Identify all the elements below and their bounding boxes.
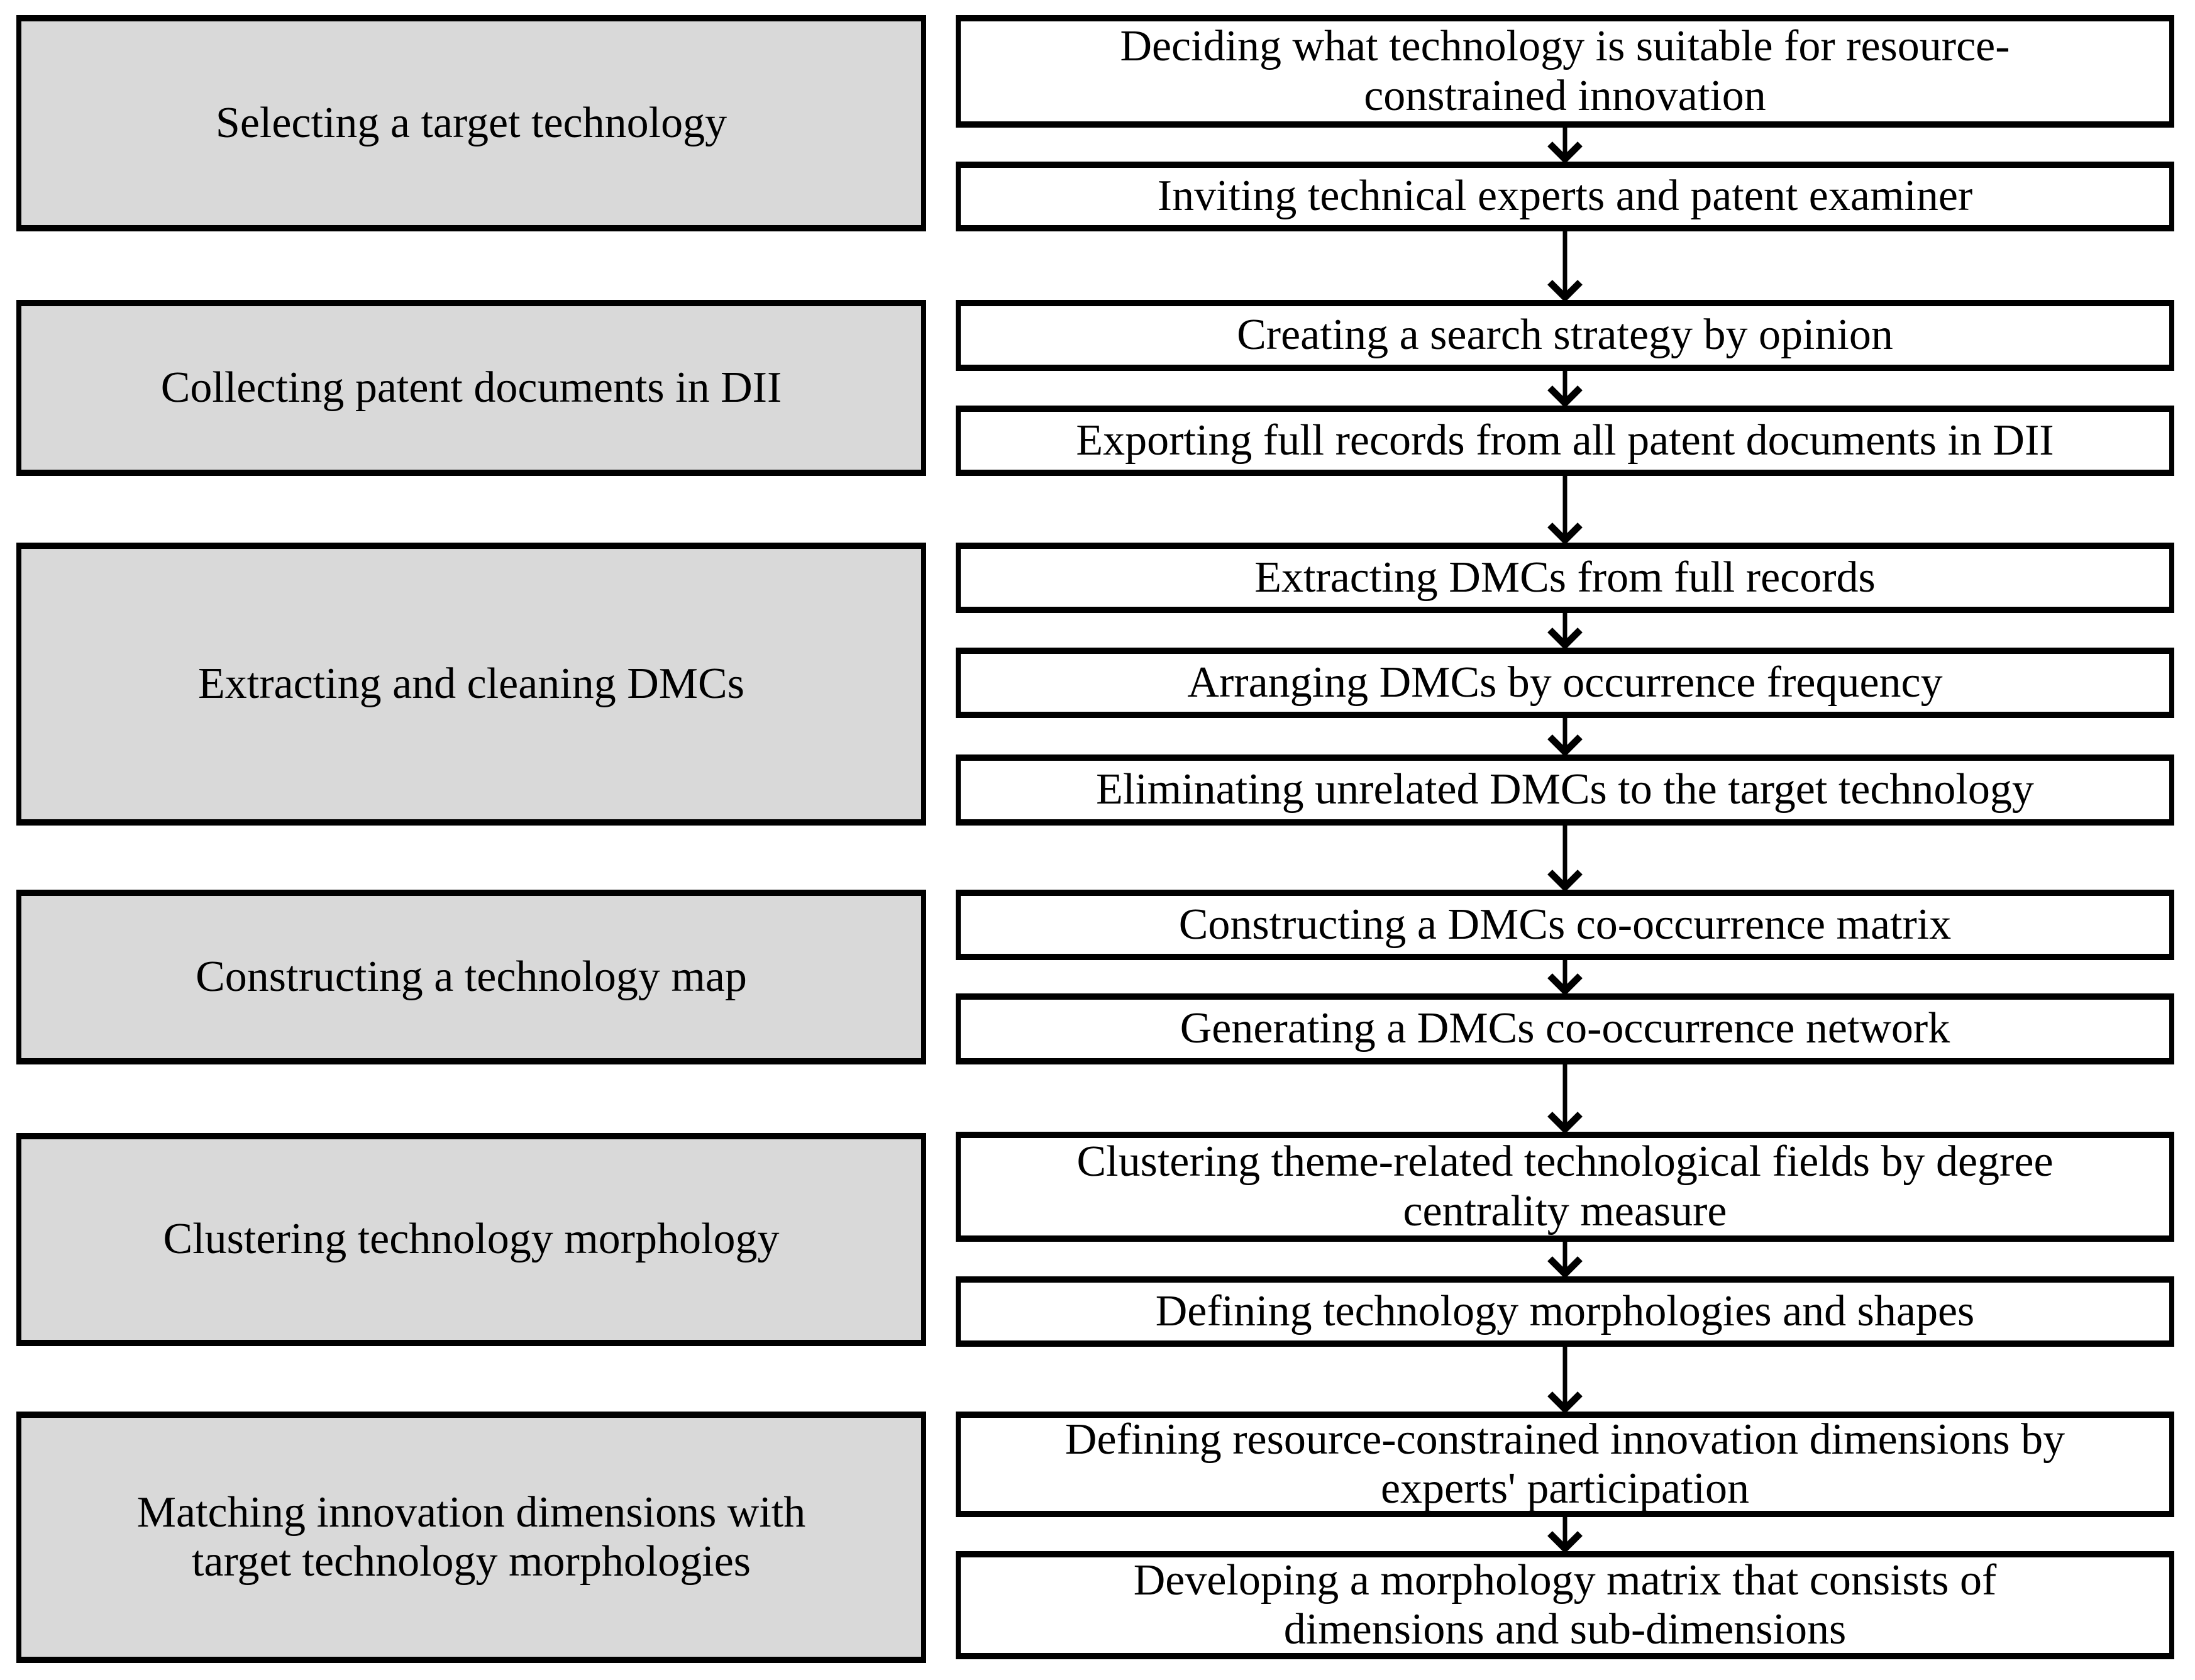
step-box-inviting-experts: Inviting technical experts and patent ex… <box>956 162 2174 231</box>
step-label: Defining technology morphologies and sha… <box>1155 1286 1975 1335</box>
step-label: Deciding what technology is suitable for… <box>1120 22 2010 120</box>
step-label: Exporting full records from all patent d… <box>1076 416 2054 465</box>
step-label: Inviting technical experts and patent ex… <box>1157 172 1973 221</box>
down-arrow-icon <box>1547 1112 1583 1132</box>
phase-label: Constructing a technology map <box>196 952 747 1001</box>
phase-label: Matching innovation dimensions with targ… <box>136 1488 806 1586</box>
step-label: Arranging DMCs by occurrence frequency <box>1187 658 1943 707</box>
step-box-defining-innovation-dimensions: Defining resource-constrained innovation… <box>956 1412 2174 1517</box>
arrow-shaft <box>1562 1347 1567 1409</box>
arrow-shaft <box>1562 128 1567 159</box>
phase-box-selecting-target-technology: Selecting a target technology <box>16 15 926 231</box>
step-label: Eliminating unrelated DMCs to the target… <box>1096 765 2034 814</box>
step-box-deciding-technology: Deciding what technology is suitable for… <box>956 15 2174 128</box>
step-label: Creating a search strategy by opinion <box>1237 311 1893 360</box>
arrow-shaft <box>1562 476 1567 540</box>
phase-label: Extracting and cleaning DMCs <box>198 659 744 708</box>
arrow-shaft <box>1562 718 1567 752</box>
step-box-arranging-dmcs: Arranging DMCs by occurrence frequency <box>956 648 2174 718</box>
arrow-shaft <box>1562 613 1567 645</box>
arrow-shaft <box>1562 826 1567 887</box>
flow-connector <box>1547 1517 1583 1551</box>
phase-box-clustering-technology-morphology: Clustering technology morphology <box>16 1133 926 1346</box>
step-label: Developing a morphology matrix that cons… <box>1133 1556 1997 1654</box>
down-arrow-icon <box>1547 385 1583 406</box>
arrow-shaft <box>1562 1242 1567 1274</box>
step-box-exporting-full-records: Exporting full records from all patent d… <box>956 406 2174 476</box>
down-arrow-icon <box>1547 522 1583 543</box>
step-box-developing-morphology-matrix: Developing a morphology matrix that cons… <box>956 1551 2174 1659</box>
flow-connector <box>1547 476 1583 543</box>
down-arrow-icon <box>1547 734 1583 754</box>
step-label: Generating a DMCs co-occurrence network <box>1180 1004 1950 1053</box>
step-box-eliminating-unrelated-dmcs: Eliminating unrelated DMCs to the target… <box>956 754 2174 826</box>
down-arrow-icon <box>1547 973 1583 993</box>
step-label: Clustering theme-related technological f… <box>1076 1137 2054 1235</box>
flow-connector <box>1547 371 1583 406</box>
phase-label: Clustering technology morphology <box>163 1215 780 1264</box>
phase-box-extracting-cleaning-dmcs: Extracting and cleaning DMCs <box>16 543 926 826</box>
arrow-shaft <box>1562 371 1567 403</box>
down-arrow-icon <box>1547 141 1583 162</box>
arrow-shaft <box>1562 960 1567 991</box>
step-box-clustering-theme-related-fields: Clustering theme-related technological f… <box>956 1132 2174 1242</box>
step-box-creating-search-strategy: Creating a search strategy by opinion <box>956 300 2174 371</box>
step-box-generating-cooccurrence-network: Generating a DMCs co-occurrence network <box>956 993 2174 1064</box>
flow-connector <box>1547 826 1583 890</box>
phase-box-collecting-patent-documents: Collecting patent documents in DII <box>16 300 926 476</box>
phase-box-matching-innovation-dimensions: Matching innovation dimensions with targ… <box>16 1412 926 1663</box>
down-arrow-icon <box>1547 1256 1583 1276</box>
arrow-shaft <box>1562 1517 1567 1549</box>
down-arrow-icon <box>1547 870 1583 890</box>
down-arrow-icon <box>1547 280 1583 300</box>
step-box-extracting-dmcs: Extracting DMCs from full records <box>956 543 2174 613</box>
flow-connector <box>1547 128 1583 162</box>
down-arrow-icon <box>1547 627 1583 648</box>
flow-connector <box>1547 960 1583 993</box>
step-box-defining-morphologies-shapes: Defining technology morphologies and sha… <box>956 1276 2174 1347</box>
flow-connector <box>1547 231 1583 300</box>
arrow-shaft <box>1562 1064 1567 1129</box>
step-label: Defining resource-constrained innovation… <box>1064 1415 2065 1513</box>
flow-connector <box>1547 1064 1583 1132</box>
flow-connector <box>1547 1242 1583 1276</box>
down-arrow-icon <box>1547 1391 1583 1412</box>
phase-label: Collecting patent documents in DII <box>160 363 782 412</box>
step-box-constructing-cooccurrence-matrix: Constructing a DMCs co-occurrence matrix <box>956 890 2174 960</box>
step-label: Extracting DMCs from full records <box>1254 553 1876 602</box>
phase-label: Selecting a target technology <box>215 98 727 147</box>
flow-connector <box>1547 1347 1583 1412</box>
flow-connector <box>1547 613 1583 648</box>
phase-box-constructing-technology-map: Constructing a technology map <box>16 890 926 1064</box>
arrow-shaft <box>1562 231 1567 297</box>
step-label: Constructing a DMCs co-occurrence matrix <box>1178 900 1952 949</box>
flow-connector <box>1547 718 1583 754</box>
down-arrow-icon <box>1547 1531 1583 1551</box>
